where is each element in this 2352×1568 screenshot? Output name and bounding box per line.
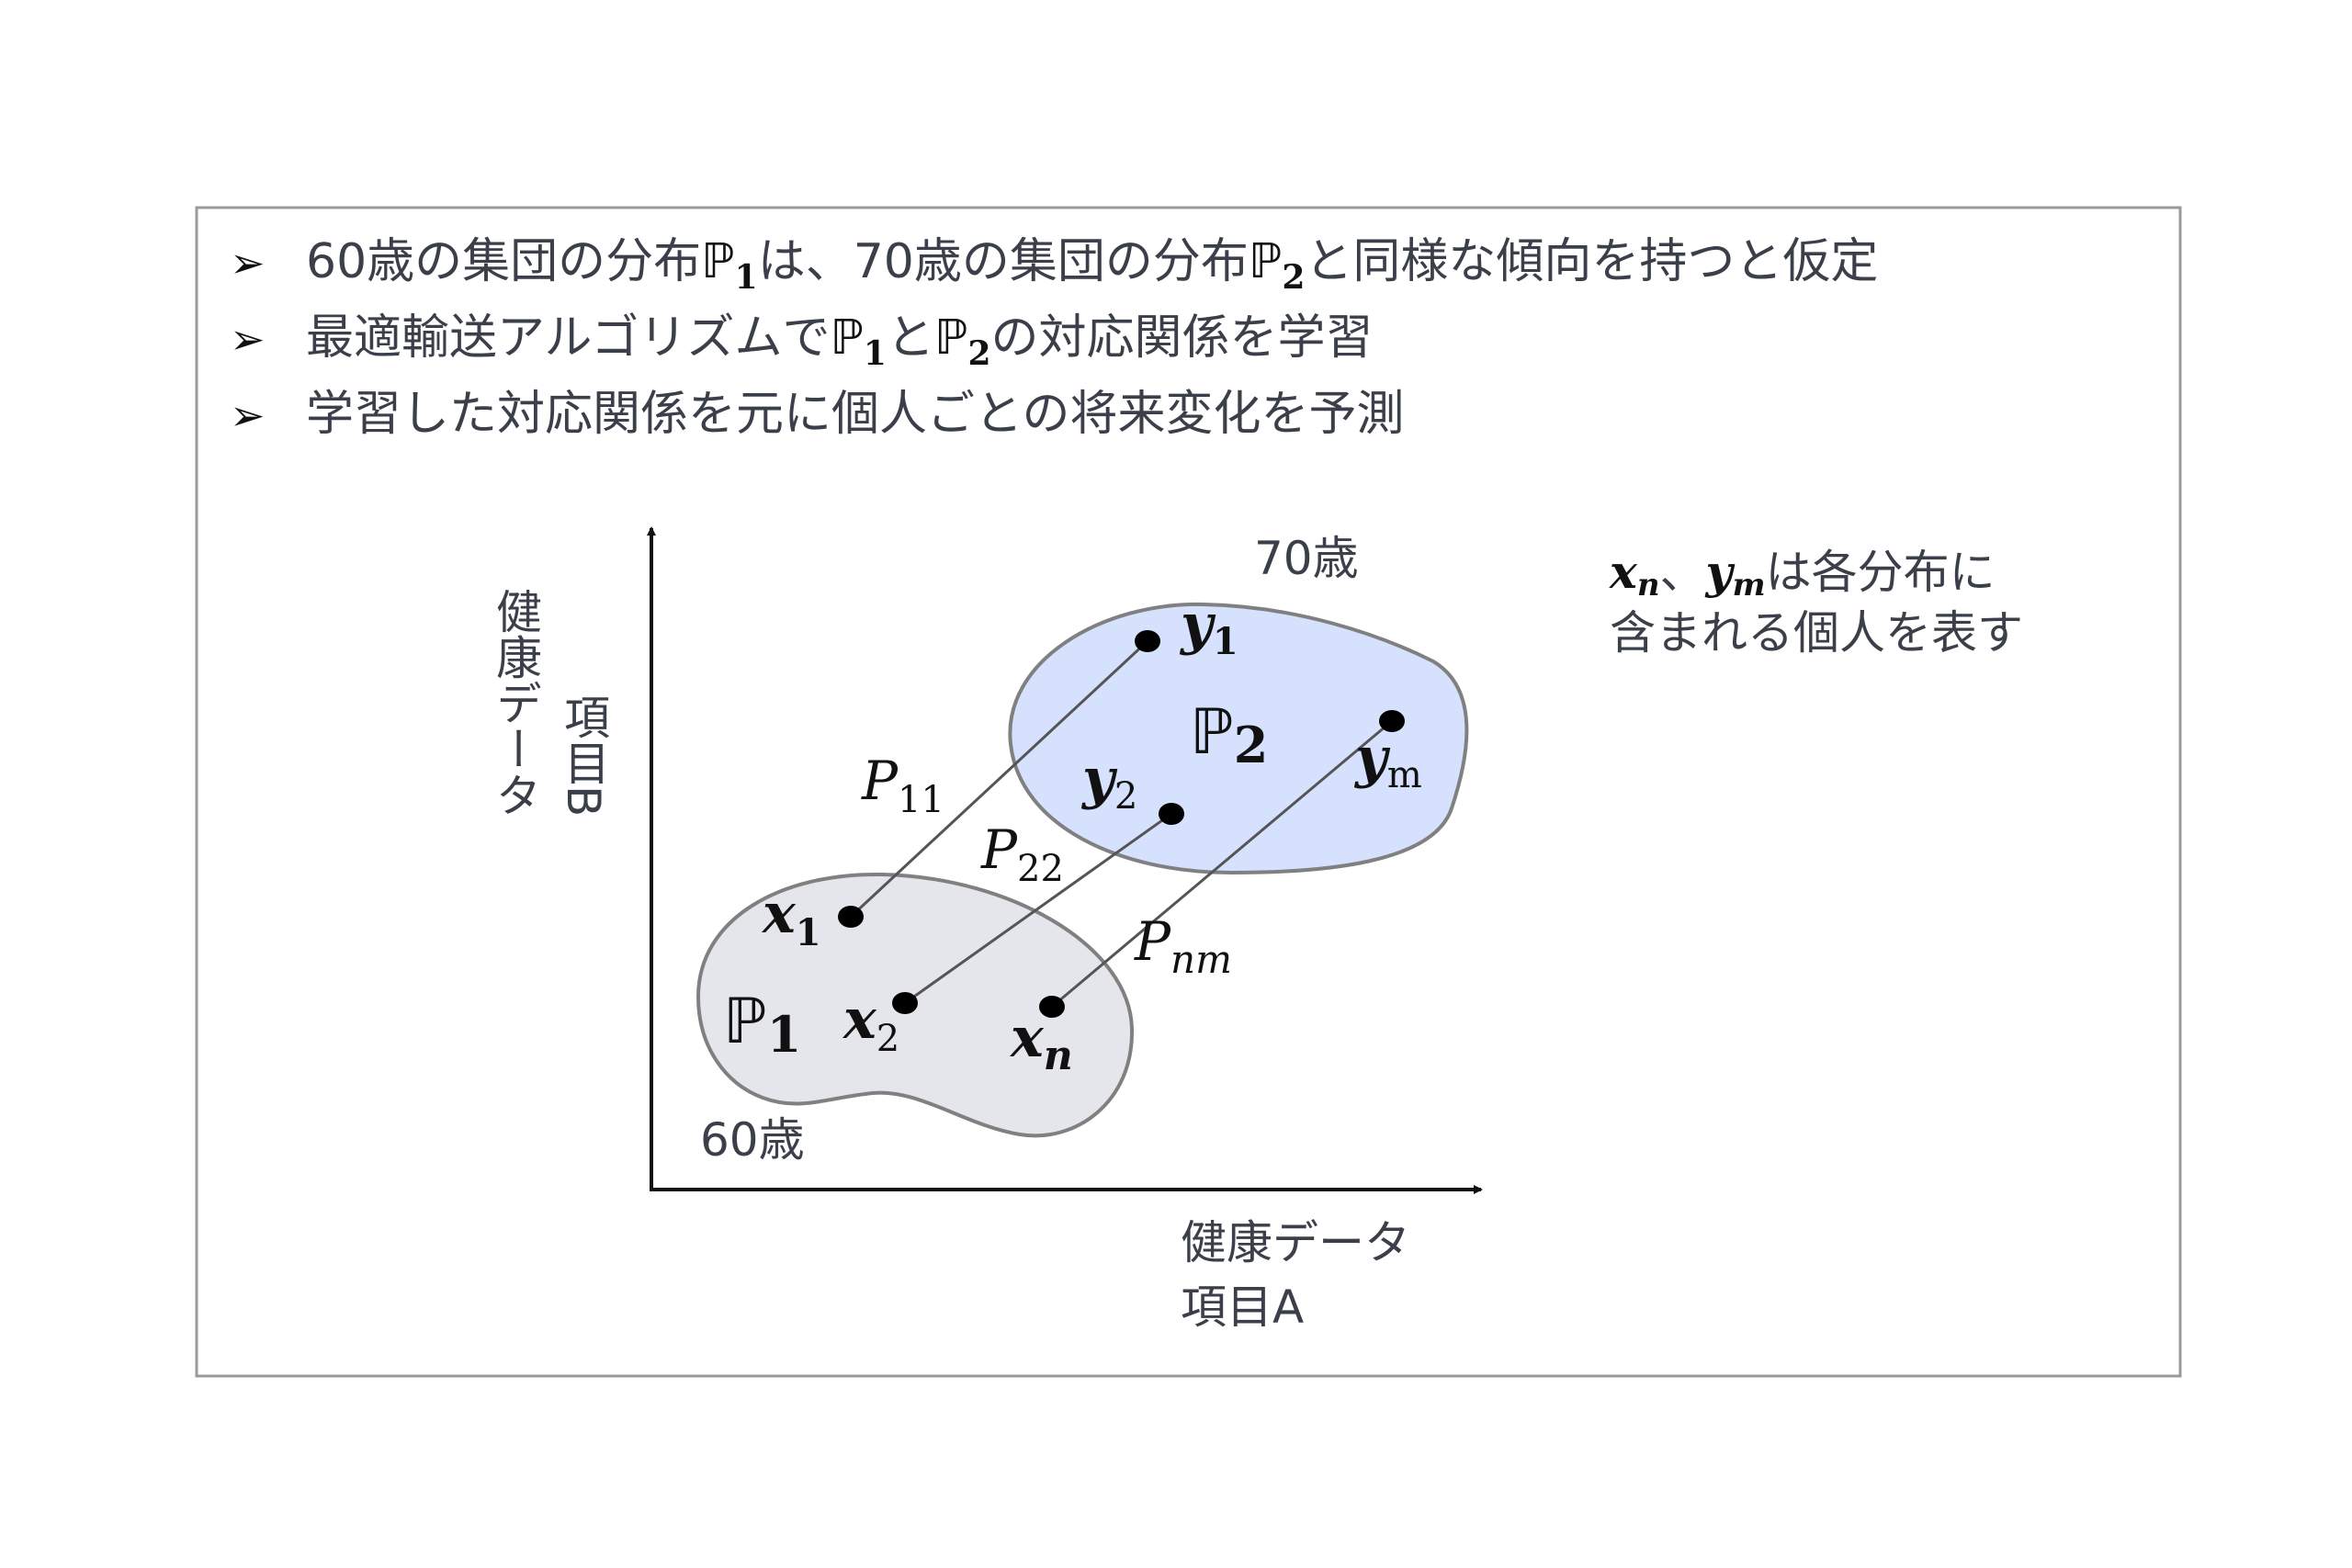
y-axis-label-line2: 項目B (557, 694, 610, 817)
point-labels: y1 y2 ym x1 x2 xn (761, 592, 1422, 1079)
point-xn (1039, 996, 1065, 1018)
label-y1: y1 (1179, 592, 1238, 663)
bullet-text: 60歳の集団の分布ℙ1は、70歳の集団の分布ℙ2と同様な傾向を持つと仮定 (306, 234, 1878, 297)
coupling-line-nm (1051, 719, 1393, 1009)
points (838, 630, 1405, 1018)
point-ym (1379, 710, 1405, 732)
dist2-label: ℙ2 (1190, 696, 1268, 774)
coupling-labels: P11 P22 Pnm (861, 750, 1232, 982)
coupling-line-22 (904, 812, 1172, 1005)
x-axis-label-line1: 健康データ (1181, 1216, 1410, 1269)
x-axis-label-line2: 項目A (1181, 1280, 1304, 1334)
label-x1: x1 (761, 882, 821, 954)
label-xn: xn (1009, 1006, 1073, 1079)
label-p11: P11 (861, 750, 944, 821)
bullet-text: 学習した対応関係を元に個人ごとの将来変化を予測 (306, 387, 1404, 442)
note-line2: 含まれる個人を表す (1610, 606, 2023, 660)
bullet-text: 最適輸送アルゴリズムでℙ1とℙ2の対応関係を学習 (306, 310, 1374, 373)
label-p22: P22 (980, 818, 1064, 890)
group-70-label: 70歳 (1254, 532, 1359, 585)
note-line1: xn、ymは各分布に (1609, 545, 1996, 604)
note: xn、ymは各分布に 含まれる個人を表す (1609, 545, 2023, 660)
dist1-label: ℙ1 (723, 986, 801, 1064)
bullet-marker-icon: ➢ (230, 390, 266, 440)
bullet-marker-icon: ➢ (230, 238, 266, 288)
group-60-label: 60歳 (700, 1113, 805, 1167)
point-x1 (838, 906, 864, 928)
bullet-2: ➢ 最適輸送アルゴリズムでℙ1とℙ2の対応関係を学習 (230, 310, 1374, 373)
coupling-line-11 (849, 639, 1149, 919)
bullet-marker-icon: ➢ (230, 314, 266, 364)
bullet-3: ➢ 学習した対応関係を元に個人ごとの将来変化を予測 (230, 387, 1404, 442)
label-x2: x2 (842, 987, 899, 1060)
point-x2 (892, 992, 918, 1014)
label-y2: y2 (1080, 747, 1137, 818)
y-axis-label-line1: 健康データ (489, 588, 542, 818)
label-ym: ym (1353, 726, 1422, 796)
distribution-70-region (1008, 602, 1469, 875)
point-y1 (1135, 630, 1160, 652)
bullet-1: ➢ 60歳の集団の分布ℙ1は、70歳の集団の分布ℙ2と同様な傾向を持つと仮定 (230, 234, 1878, 297)
bullet-list: ➢ 60歳の集団の分布ℙ1は、70歳の集団の分布ℙ2と同様な傾向を持つと仮定 ➢… (230, 234, 1878, 442)
label-pnm: Pnm (1134, 910, 1232, 982)
point-y2 (1159, 803, 1184, 825)
